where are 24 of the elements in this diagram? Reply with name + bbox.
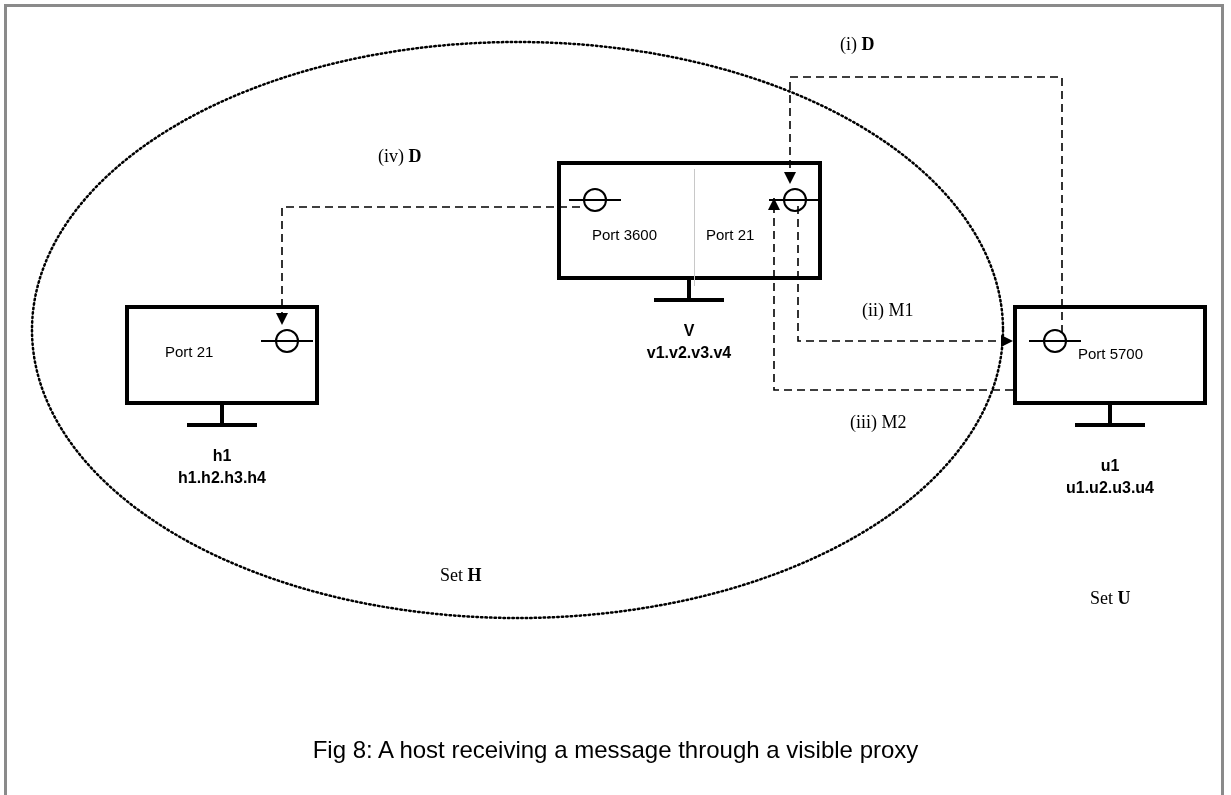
port-label: Port 3600 — [592, 226, 658, 243]
port-symbol — [1029, 329, 1081, 353]
arrow — [768, 197, 1014, 391]
caption: Fig 8: A host receiving a message through a visible proxy — [312, 736, 919, 764]
edge-label: (iii) M2 — [850, 412, 907, 433]
host-label: h1 h1.h2.h3.h4 — [178, 446, 266, 488]
port-label: Port 21 — [165, 343, 214, 360]
port-label: Port 21 — [706, 226, 755, 243]
arrow — [276, 206, 581, 326]
edge-label: (i) D — [840, 34, 875, 55]
monitor-screen — [1013, 305, 1207, 405]
set-label: Set H — [440, 565, 482, 586]
edge-label: (ii) M1 — [862, 300, 914, 321]
host-label: V v1.v2.v3.v4 — [646, 321, 732, 363]
port-symbol — [261, 329, 313, 353]
set-label: Set U — [1090, 588, 1131, 609]
monitor-screen — [125, 305, 319, 405]
port-symbol — [569, 188, 621, 212]
arrow — [797, 205, 1014, 347]
arrow — [784, 76, 1063, 334]
edge-label: (iv) D — [378, 146, 422, 167]
host-label: u1 u1.u2.u3.u4 — [1066, 456, 1154, 498]
port-symbol — [769, 188, 821, 212]
port-label: Port 5700 — [1078, 345, 1144, 362]
